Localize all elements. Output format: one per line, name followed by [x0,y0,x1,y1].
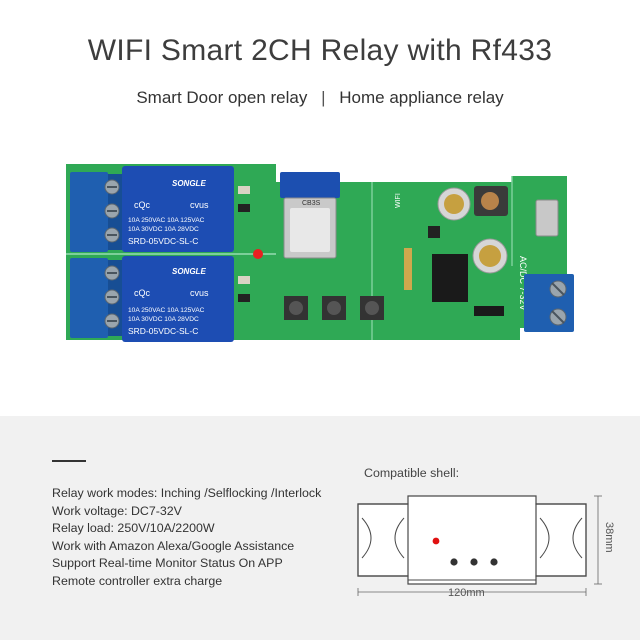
relay-2: SONGLE cQc cᴠus 10A 250VAC 10A 125VAC 10… [122,256,234,342]
voltage-silk-label: AC/DC 7-32V [518,256,528,311]
wifi-antenna [280,172,340,198]
shell-body [357,495,587,585]
relay-1-brand: SONGLE [172,179,206,188]
relay-2-rating-2: 10A 30VDC 10A 28VDC [128,316,199,323]
relay-1-model: SRD-05VDC-SL-C [128,236,198,246]
relay-1-cert2: cᴠus [190,200,209,210]
feature-list: Relay work modes: Inching /Selflocking /… [52,485,321,591]
relay-1-rating-2: 10A 30VDC 10A 28VDC [128,226,199,233]
pcb-right [276,176,567,340]
subtitle-home-relay: Home appliance relay [339,88,504,107]
relay-2-rating-1: 10A 250VAC 10A 125VAC [128,307,205,314]
relay-2-brand: SONGLE [172,267,206,276]
feature-item: Relay load: 250V/10A/2200W [52,521,215,536]
shell-button-dot-3 [490,558,498,566]
page-title: WIFI Smart 2CH Relay with Rf433 [87,34,553,67]
feature-item: Relay work modes: Inching /Selflocking /… [52,486,322,500]
relay-2-cert: cQc [134,288,151,298]
shell-height-label: 38mm [603,522,615,553]
subtitle-door-relay: Smart Door open relay [136,88,308,107]
feature-item: Work with Amazon Alexa/Google Assistance [52,538,295,553]
wifi-silk-label: WIFI [395,193,402,208]
relay-1-cert: cQc [134,200,151,210]
shell-width-label: 120mm [448,587,485,599]
button-2 [322,296,346,320]
module-label: CB3S [302,200,321,207]
feature-item: Remote controller extra charge [52,573,223,588]
terminal-block-power [524,274,574,332]
relay-2-model: SRD-05VDC-SL-C [128,326,198,336]
relay-1-rating-1: 10A 250VAC 10A 125VAC [128,217,205,224]
feature-item: Work voltage: DC7-32V [52,503,182,518]
page-subtitle: Smart Door open relay | Home appliance r… [0,88,640,108]
button-3 [360,296,384,320]
terminal-block-1 [70,172,122,252]
relay-1: SONGLE cQc cᴠus 10A 250VAC 10A 125VAC 10… [122,166,234,252]
shell-diagram: 38mm 120mm [357,495,615,599]
section-rule [52,460,86,462]
shell-led-dot [432,537,440,545]
feature-item: Support Real-time Monitor Status On APP [52,556,283,571]
button-1 [284,296,308,320]
usb-port [535,199,559,237]
relay-board-photo: SONGLE cQc cᴠus 10A 250VAC 10A 125VAC 10… [66,164,574,342]
status-led [253,249,263,259]
relay-2-cert2: cᴠus [190,288,209,298]
shell-button-dot-2 [470,558,478,566]
subtitle-separator: | [321,88,326,107]
terminal-block-2 [70,258,122,338]
compatible-shell-label: Compatible shell: [364,466,460,480]
wifi-module: CB3S [283,197,337,259]
shell-button-dot-1 [450,558,458,566]
